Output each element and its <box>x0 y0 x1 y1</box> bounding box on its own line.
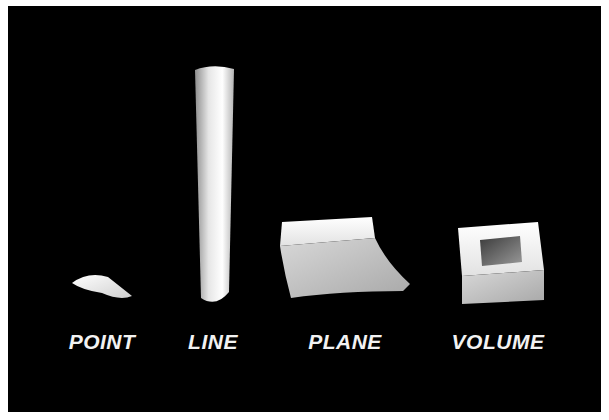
plane-shape <box>280 238 410 298</box>
shape-label: PLANE <box>308 331 382 352</box>
shape-label: VOLUME <box>452 331 545 352</box>
point-shape <box>72 275 132 298</box>
volume-hole <box>480 236 522 266</box>
volume-front <box>462 270 544 304</box>
shape-label: LINE <box>188 331 238 352</box>
shape-label: POINT <box>69 331 136 352</box>
black-ground <box>8 6 601 412</box>
line-shape <box>195 66 234 302</box>
volume-top <box>458 222 544 276</box>
